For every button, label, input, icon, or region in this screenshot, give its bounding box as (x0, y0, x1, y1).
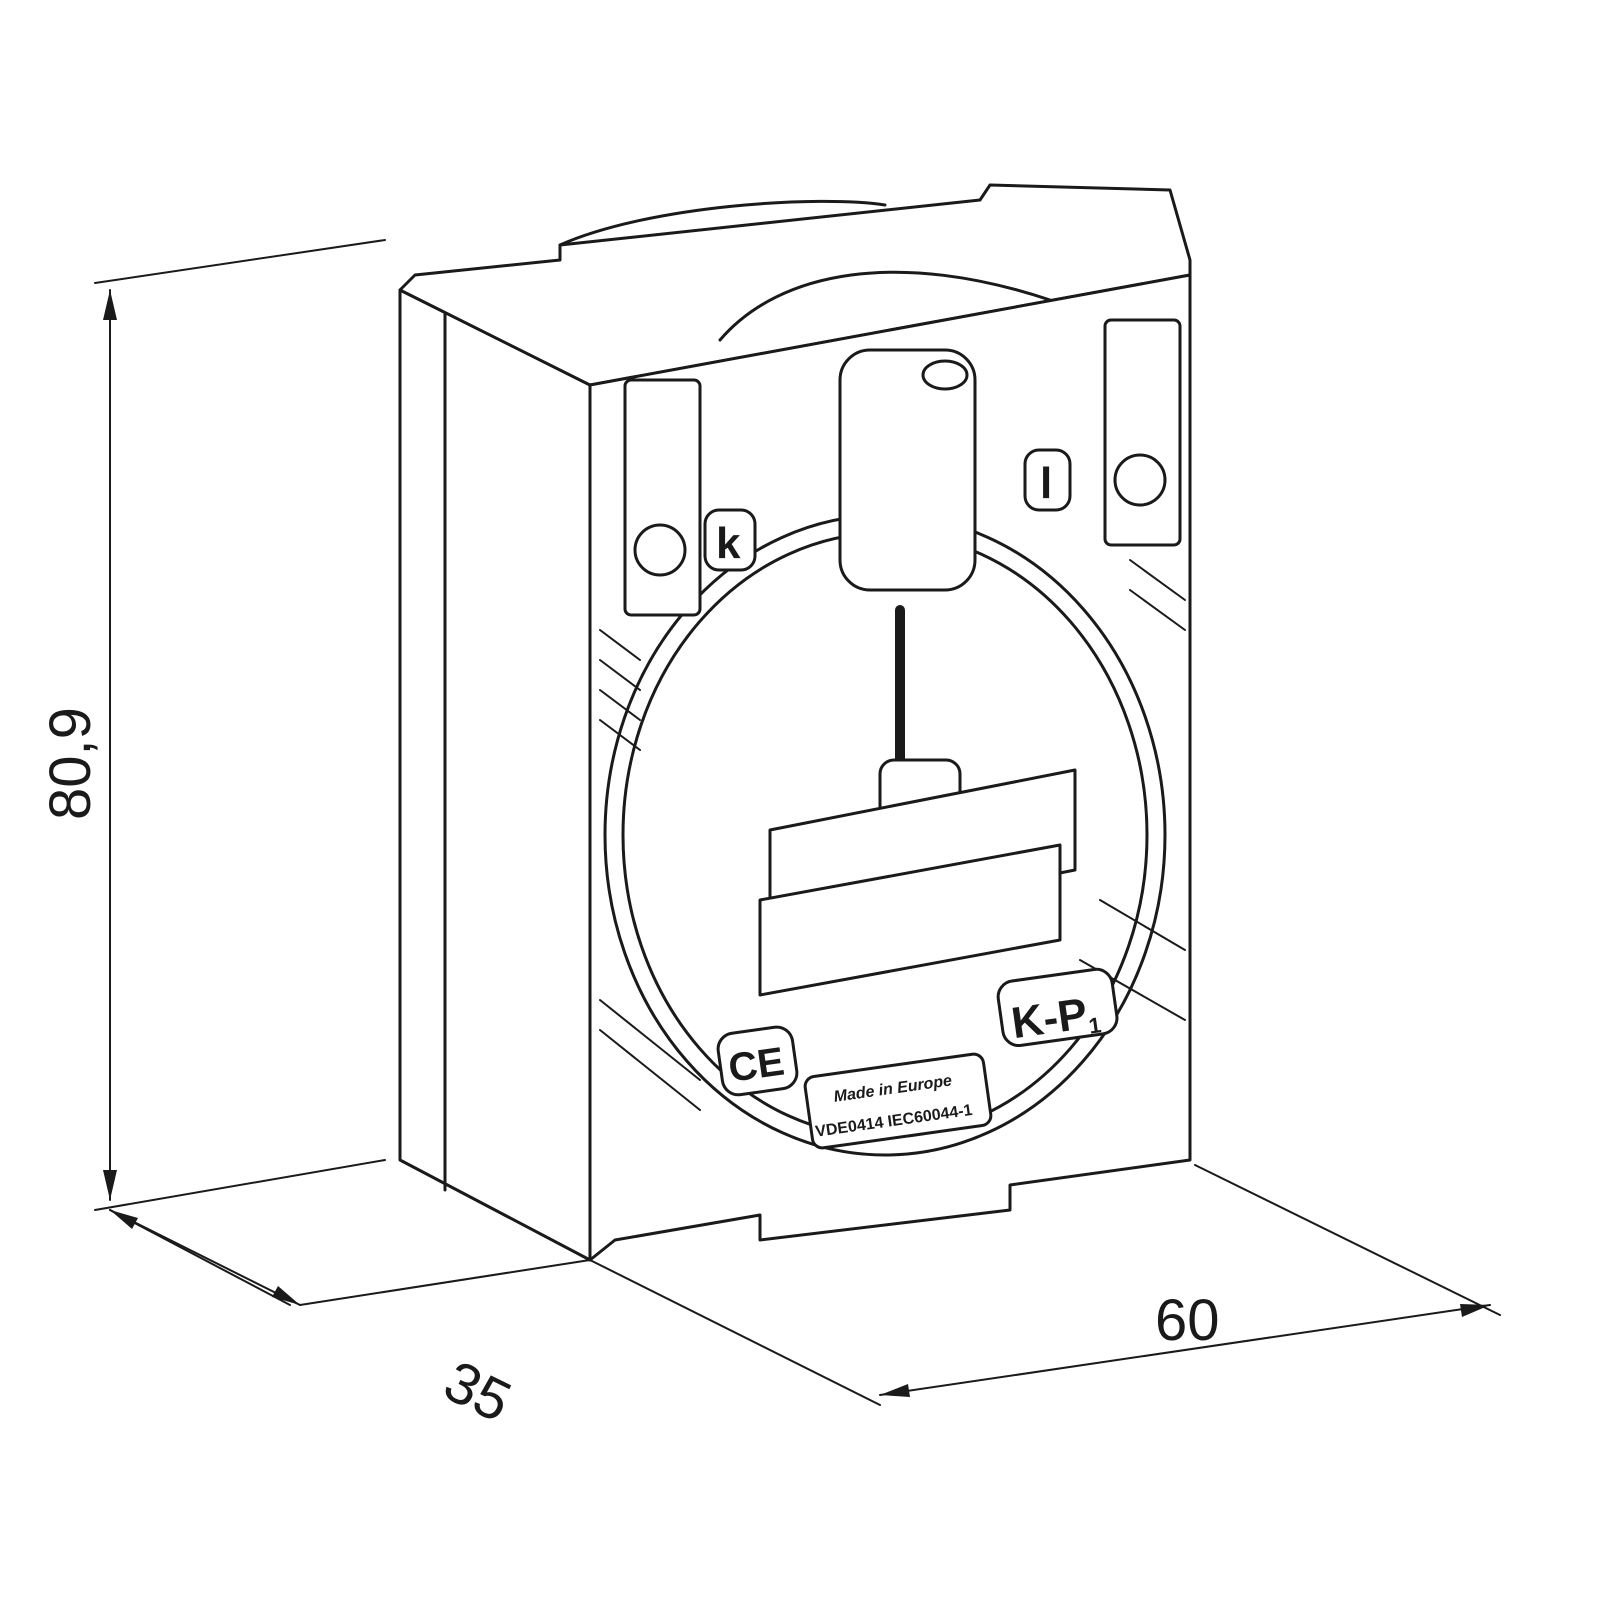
terminal-k-text: k (716, 519, 741, 568)
model-badge (996, 967, 1119, 1048)
rating-plate (803, 1052, 993, 1150)
terminal-k-label (703, 508, 757, 572)
terminal-l-label (1023, 448, 1072, 512)
width-label: 60 (1155, 1288, 1220, 1353)
ce-badge (716, 1025, 799, 1097)
depth-label: 35 (434, 1348, 520, 1435)
terminal-l-text: l (1040, 459, 1052, 508)
width-dimension (589, 1164, 1501, 1406)
transformer-body (398, 183, 1192, 1262)
depth-dimension (109, 1209, 591, 1306)
model-text: K-P1 (1009, 987, 1103, 1049)
height-label: 80,9 (38, 707, 103, 820)
height-dimension (94, 239, 386, 1211)
ce-mark: CE (726, 1039, 787, 1090)
